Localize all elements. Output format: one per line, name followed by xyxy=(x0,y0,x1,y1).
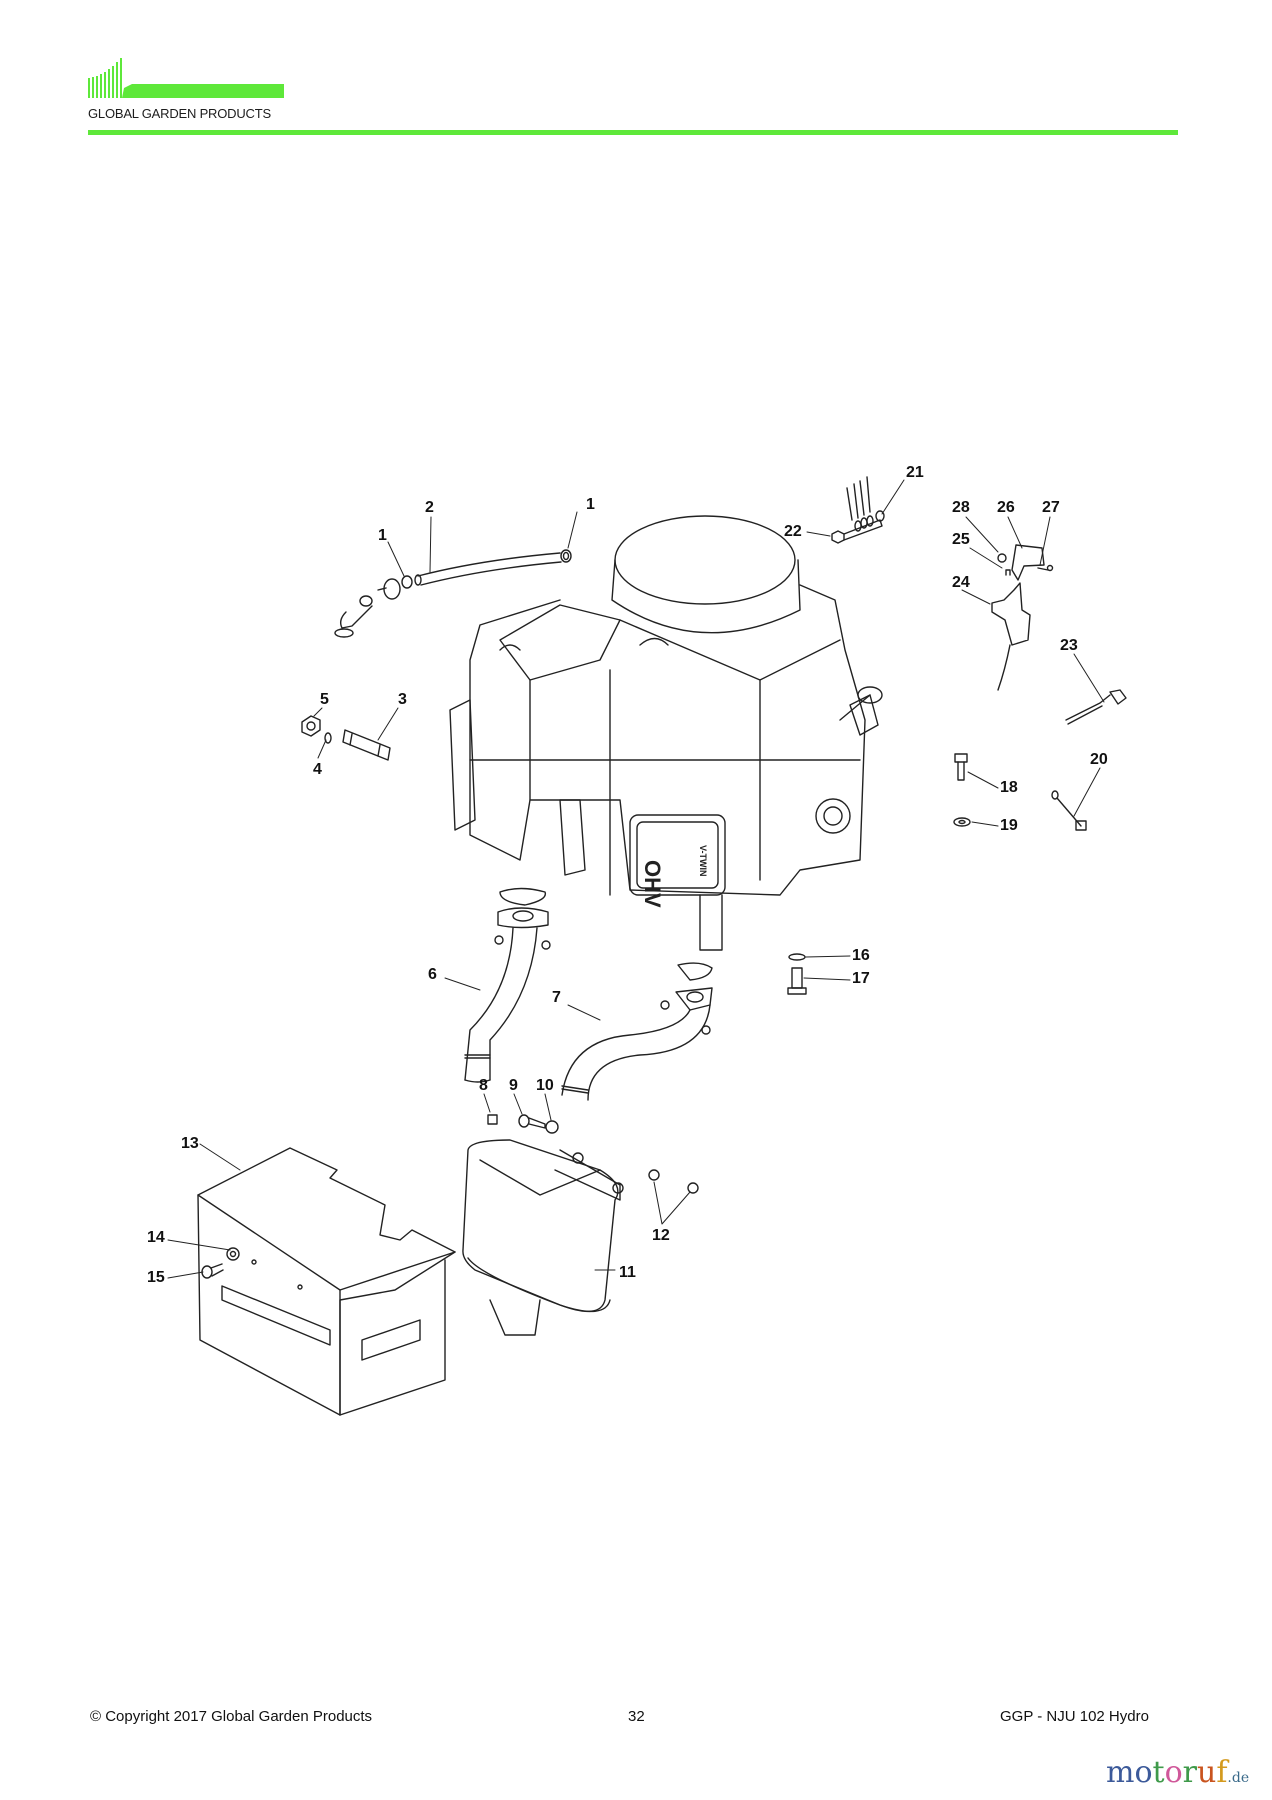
footer-model: GGP - NJU 102 Hydro xyxy=(1000,1708,1149,1725)
callout-label: 8 xyxy=(479,1077,488,1094)
callout-label: 18 xyxy=(1000,779,1018,796)
callout-label: 28 xyxy=(952,499,970,516)
callout-label: 11 xyxy=(619,1264,636,1281)
watermark-letter: m xyxy=(1106,1755,1135,1790)
exhaust-pipes xyxy=(464,887,713,1101)
callout-label: 2 xyxy=(425,499,434,516)
oil-drain-fittings xyxy=(301,715,391,761)
svg-text:V-TWIN: V-TWIN xyxy=(698,845,708,877)
footer-copyright: © Copyright 2017 Global Garden Products xyxy=(90,1708,373,1725)
callout-label: 21 xyxy=(906,464,924,481)
leader-lines xyxy=(167,479,1105,1279)
watermark-letter: o xyxy=(1134,1755,1153,1790)
brand-logo: GLOBAL GARDEN PRODUCTS xyxy=(88,56,288,126)
callout-label: 23 xyxy=(1060,637,1078,654)
callout-label: 26 xyxy=(997,499,1015,516)
ground-terminal-21-22 xyxy=(831,476,885,544)
callout-label: 9 xyxy=(509,1077,518,1094)
callout-label: 25 xyxy=(952,531,970,548)
callout-label: 5 xyxy=(320,691,329,708)
callout-label: 20 xyxy=(1090,751,1108,768)
callout-label: 13 xyxy=(181,1135,199,1152)
callout-label: 17 xyxy=(852,970,870,987)
watermark-tld: .de xyxy=(1227,1770,1250,1786)
bolt-washer-18-19 xyxy=(953,753,971,827)
nuts-12 xyxy=(648,1169,699,1194)
brand-name: GLOBAL GARDEN PRODUCTS xyxy=(88,106,271,121)
choke-control-24-28 xyxy=(991,544,1054,691)
callout-label: 24 xyxy=(952,574,970,591)
watermark-letter: f xyxy=(1216,1755,1228,1790)
callout-label: 16 xyxy=(852,947,870,964)
callout-label: 1 xyxy=(378,527,387,544)
watermark-letter: o xyxy=(1164,1755,1183,1790)
cable-clip-20 xyxy=(1051,790,1087,831)
watermark-letter: t xyxy=(1152,1755,1165,1790)
callout-label: 4 xyxy=(313,761,322,778)
callout-label: 15 xyxy=(147,1269,165,1286)
watermark-letter: r xyxy=(1182,1755,1197,1790)
callout-label: 10 xyxy=(536,1077,554,1094)
callout-label: 12 xyxy=(652,1227,670,1244)
callout-label: 27 xyxy=(1042,499,1060,516)
svg-text:OHV: OHV xyxy=(640,860,665,908)
valve-cover-text: OHV V-TWIN xyxy=(640,845,708,908)
logo-stripes-icon xyxy=(88,58,284,98)
header-rule xyxy=(88,130,1178,135)
callout-label: 1 xyxy=(586,496,595,513)
muffler-fasteners xyxy=(487,1114,559,1134)
throttle-cable-23 xyxy=(1065,689,1127,725)
callout-label: 6 xyxy=(428,966,437,983)
breather-hose xyxy=(334,549,572,638)
callout-label: 3 xyxy=(398,691,407,708)
heat-shield xyxy=(197,1147,456,1416)
callout-label: 7 xyxy=(552,989,561,1006)
callout-label: 19 xyxy=(1000,817,1018,834)
footer-page-number: 32 xyxy=(628,1708,645,1725)
engine-block xyxy=(449,515,883,951)
muffler xyxy=(462,1139,624,1336)
watermark-logo: motoruf.de xyxy=(1106,1758,1249,1788)
bolt-washer-16-17 xyxy=(787,953,807,995)
callout-label: 22 xyxy=(784,523,802,540)
callout-label: 14 xyxy=(147,1229,165,1246)
watermark-letter: u xyxy=(1196,1755,1217,1790)
